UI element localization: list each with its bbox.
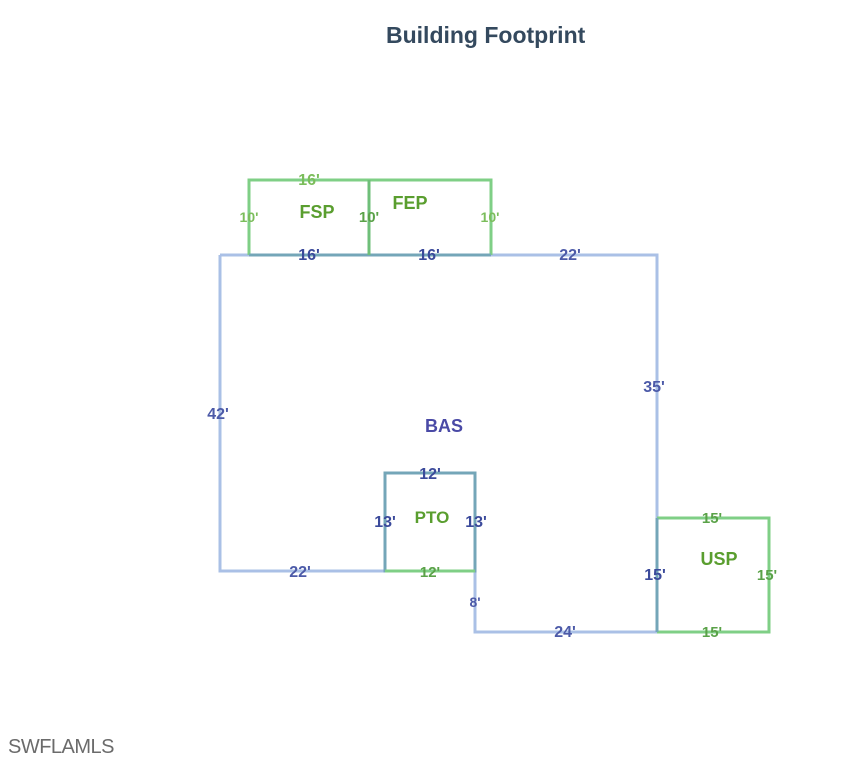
area-label-fsp: FSP [299, 202, 334, 222]
dim-bas-right: 35' [643, 379, 665, 396]
dim-fep-right: 10' [481, 209, 500, 225]
dim-bas-top-right: 22' [559, 247, 581, 264]
area-label-usp: USP [700, 549, 737, 569]
area-label-fep: FEP [392, 193, 427, 213]
dim-bas-bottom-left: 22' [289, 564, 311, 581]
watermark: SWFLAMLS [8, 736, 115, 758]
dim-bas-step: 8' [469, 594, 480, 610]
dim-bas-bottom-right: 24' [554, 624, 576, 641]
dim-usp-left: 15' [644, 567, 666, 584]
dim-pto-right: 13' [465, 514, 487, 531]
area-label-pto: PTO [415, 508, 450, 527]
page-title: Building Footprint [386, 22, 586, 48]
dim-pto-bottom: 12' [420, 564, 440, 581]
dim-usp-bottom: 15' [702, 624, 722, 641]
bas-outline [218, 253, 659, 634]
usp-outline [657, 516, 771, 634]
dim-bas-left: 42' [207, 406, 229, 423]
dim-fsp-left: 10' [240, 209, 259, 225]
dim-fsp-bottom: 16' [298, 247, 320, 264]
dim-usp-top: 15' [702, 510, 722, 527]
dim-pto-top: 12' [419, 466, 441, 483]
dim-fep-bottom: 16' [418, 247, 440, 264]
fep-outline [369, 178, 493, 255]
dim-usp-right: 15' [757, 567, 777, 584]
dim-fsp-mid: 10' [359, 209, 379, 226]
dim-pto-left: 13' [374, 514, 396, 531]
area-label-bas: BAS [425, 416, 463, 436]
dim-fsp-top: 16' [298, 172, 320, 189]
